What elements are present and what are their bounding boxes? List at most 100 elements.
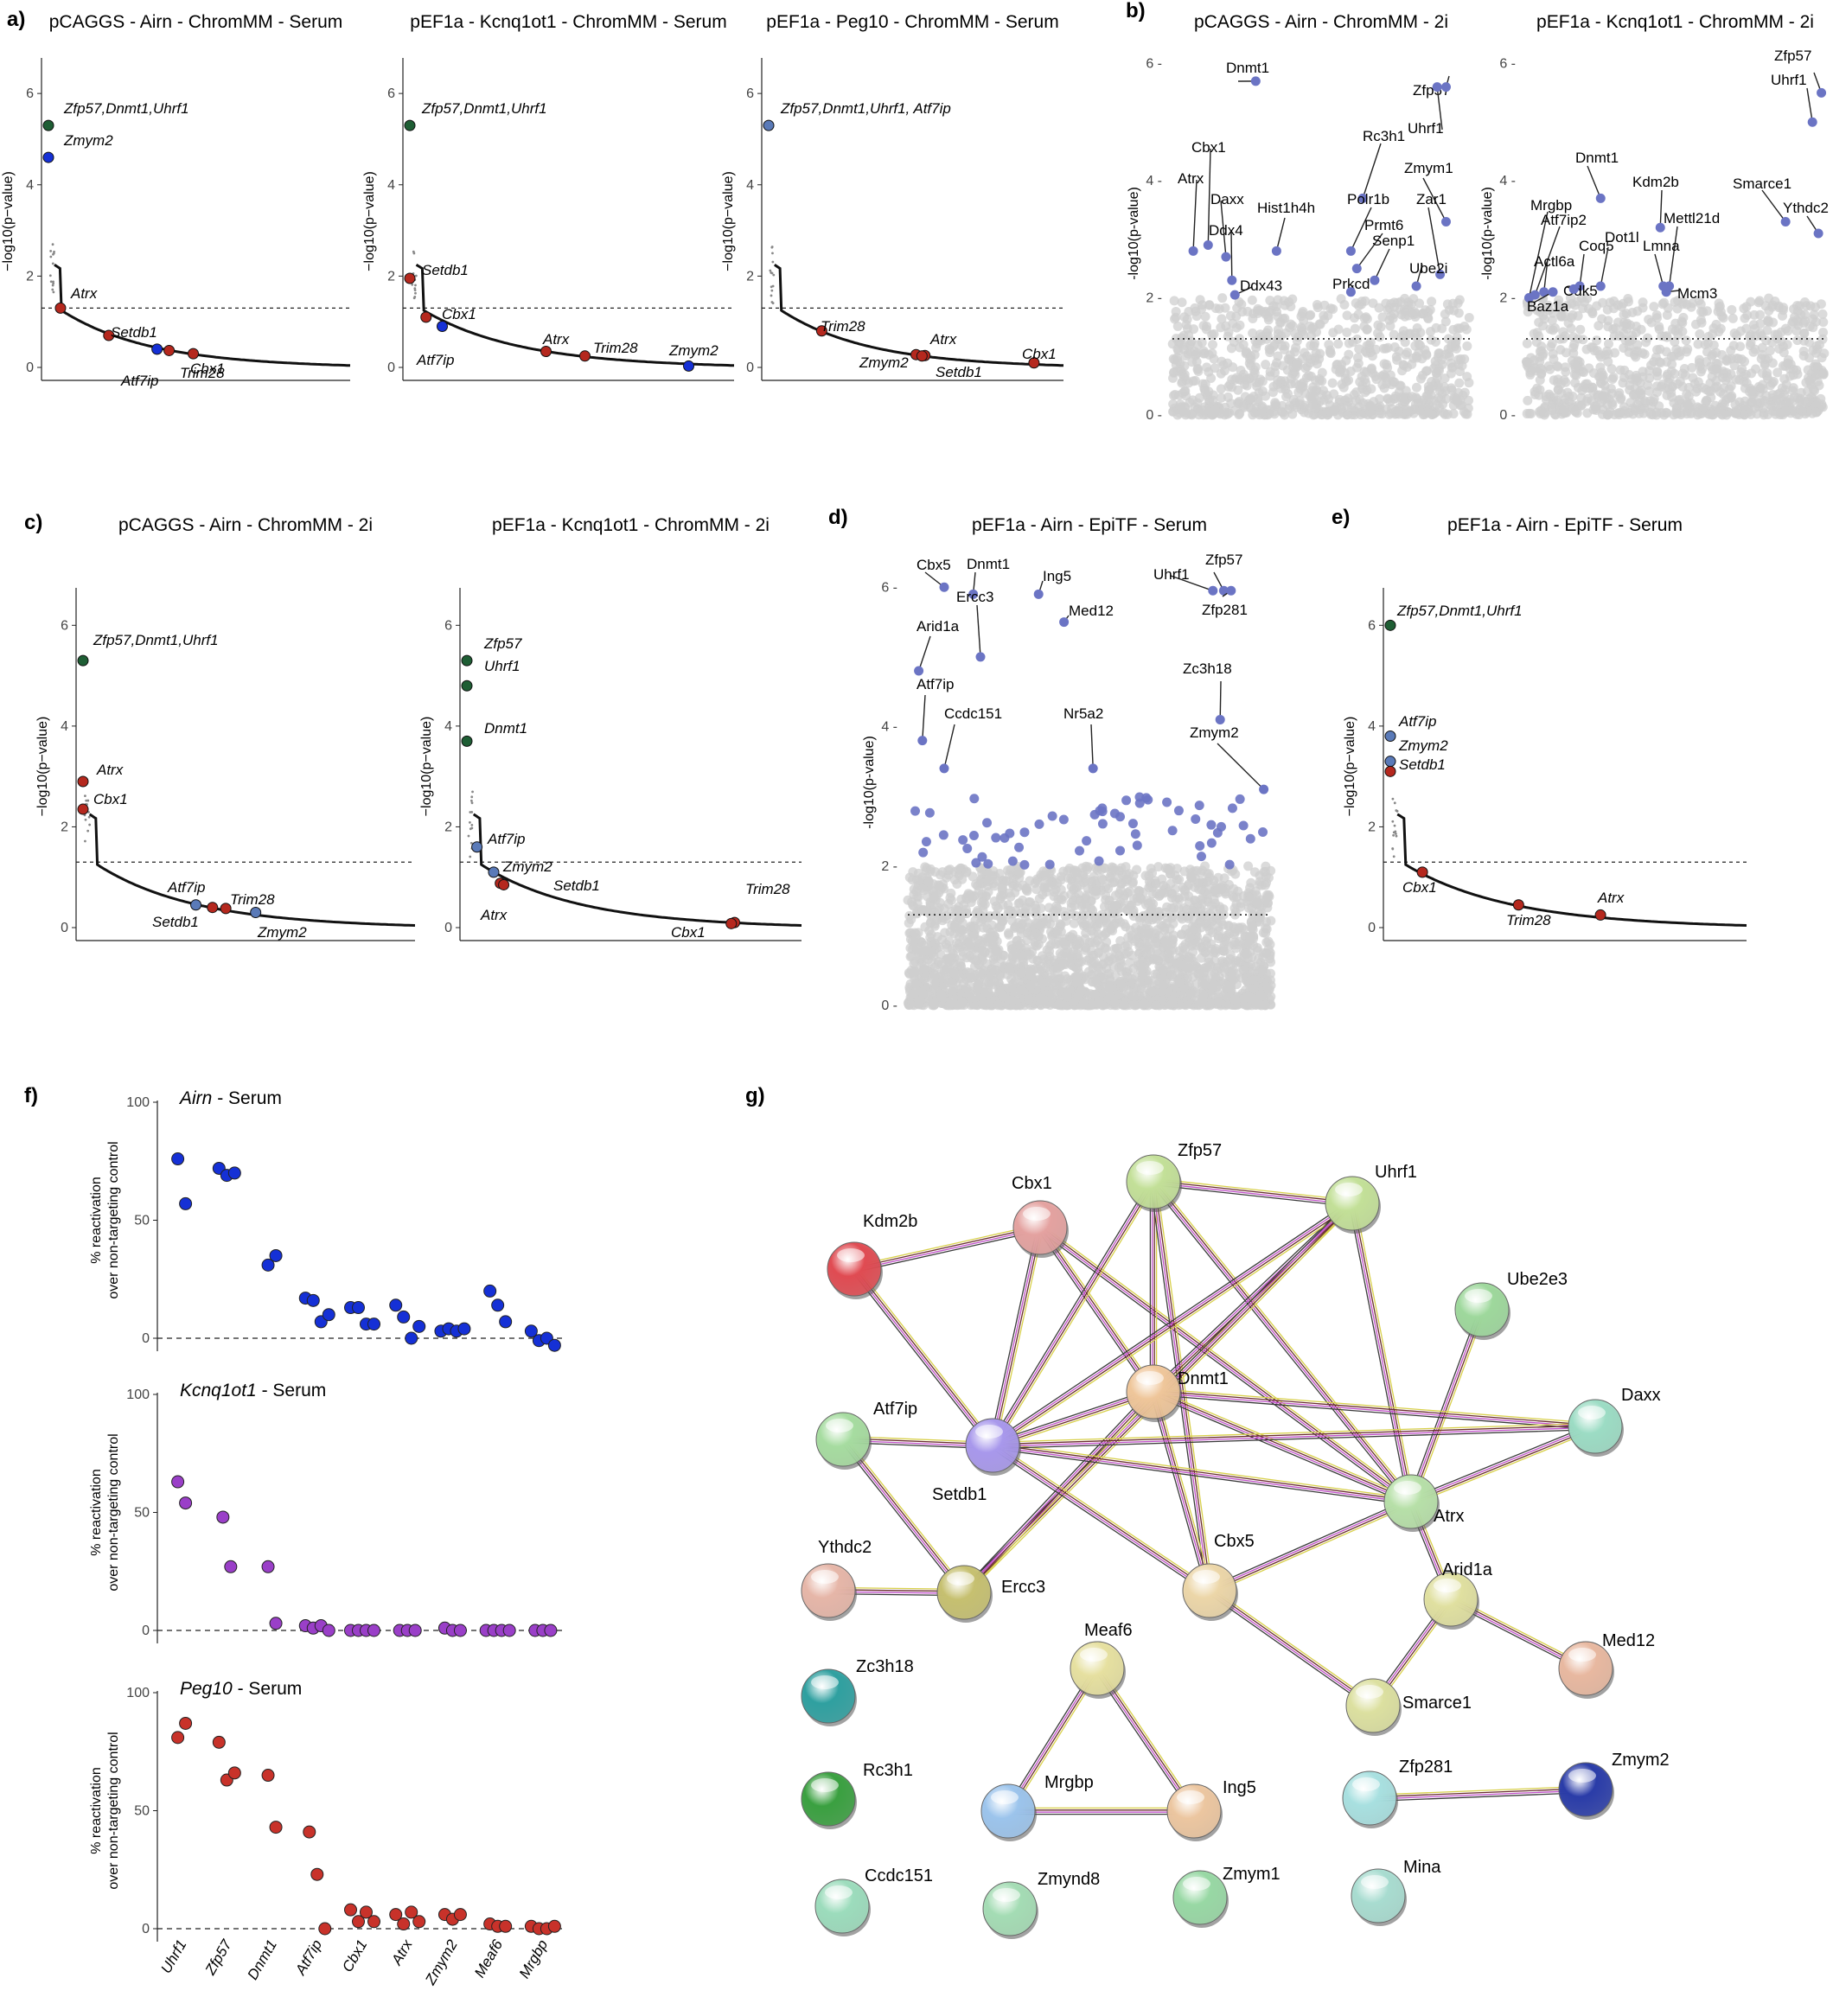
- background-point: [1522, 338, 1532, 348]
- background-point: [1349, 390, 1359, 400]
- background-point: [1195, 295, 1205, 305]
- background-point: [1142, 978, 1153, 988]
- background-point: [1649, 302, 1659, 312]
- y-tick-label: 0: [444, 921, 452, 935]
- background-point: [1271, 302, 1281, 312]
- panel-title: Peg10 - Serum: [180, 1679, 302, 1699]
- highlight-point: [1568, 284, 1579, 294]
- background-point: [1624, 369, 1634, 380]
- significant-point: [1127, 819, 1138, 829]
- background-point: [1194, 884, 1204, 895]
- chart-title: pEF1a - Airn - EpiTF - Serum: [1447, 515, 1683, 535]
- background-point: [917, 883, 928, 893]
- background-point: [1140, 998, 1150, 1009]
- background-point: [1328, 303, 1338, 314]
- background-point: [1352, 353, 1363, 363]
- significant-point: [977, 852, 987, 862]
- background-point: [1208, 340, 1218, 350]
- background-point: [1555, 345, 1566, 355]
- background-point: [1008, 881, 1019, 891]
- gene-label: Setdb1: [553, 877, 600, 894]
- y-tick-label: 0: [61, 921, 68, 935]
- background-point: [1262, 892, 1273, 903]
- background-point: [1374, 303, 1384, 313]
- background-point: [929, 970, 940, 980]
- background-point: [1261, 360, 1271, 370]
- gene-label: Zmym2: [1398, 737, 1448, 754]
- highlight-point: [1384, 765, 1396, 777]
- background-point: [1053, 999, 1063, 1010]
- background-point: [1245, 932, 1255, 942]
- highlight-point: [1512, 899, 1524, 911]
- chart-b1: pCAGGS - Airn - ChromMM - 2i0 -2 -4 -6 -…: [1127, 12, 1474, 423]
- background-point: [1207, 982, 1217, 992]
- background-point: [1628, 390, 1638, 400]
- background-point: [1216, 384, 1226, 394]
- background-point: [48, 274, 52, 278]
- background-point: [1285, 350, 1295, 360]
- background-point: [1649, 393, 1659, 404]
- significant-point: [1034, 819, 1044, 829]
- panel-title: Airn - Serum: [178, 1088, 282, 1108]
- gene-label: Atrx: [929, 331, 957, 348]
- background-point: [1762, 325, 1772, 335]
- background-point: [1674, 396, 1684, 406]
- background-point: [469, 841, 473, 845]
- background-point: [1582, 293, 1593, 303]
- background-point: [1245, 403, 1255, 413]
- background-point: [1814, 380, 1824, 391]
- background-point: [1256, 880, 1267, 890]
- background-point: [1060, 971, 1070, 981]
- background-point: [1110, 900, 1121, 910]
- label-leader: [1170, 575, 1214, 591]
- gene-label: Ccdc151: [944, 705, 1002, 722]
- background-point: [1549, 409, 1560, 419]
- replicate-point: [306, 1293, 320, 1307]
- background-point: [1598, 297, 1608, 308]
- background-point: [983, 877, 993, 887]
- background-point: [1220, 303, 1230, 313]
- y-tick-label: 0: [142, 1624, 150, 1638]
- background-point: [996, 914, 1006, 924]
- background-point: [1217, 293, 1228, 303]
- background-point: [1447, 362, 1458, 373]
- background-point: [770, 289, 774, 292]
- background-point: [1546, 341, 1556, 352]
- background-point: [1246, 393, 1256, 404]
- background-point: [1804, 337, 1814, 348]
- background-point: [1415, 298, 1425, 309]
- background-point: [1579, 367, 1589, 378]
- background-point: [1411, 382, 1421, 392]
- gene-label: Dnmt1: [484, 720, 527, 737]
- gene-label: Zmym2: [1190, 724, 1239, 741]
- gene-label: Trim28: [1506, 912, 1551, 928]
- background-point: [966, 973, 976, 983]
- y-tick-label: 6: [387, 86, 395, 101]
- background-point: [1700, 339, 1710, 349]
- y-axis-label: -log10(p-value): [862, 736, 877, 829]
- background-point: [1244, 938, 1255, 948]
- background-point: [1541, 392, 1551, 402]
- background-point: [1745, 331, 1755, 341]
- background-point: [985, 911, 995, 922]
- background-point: [963, 889, 974, 899]
- background-point: [1560, 362, 1570, 373]
- gene-label: Cbx1: [1402, 879, 1437, 896]
- y-axis-label: −log10(p−value): [362, 171, 377, 271]
- background-point: [470, 795, 474, 799]
- background-point: [1090, 989, 1101, 999]
- background-point: [1188, 376, 1198, 386]
- background-point: [1809, 309, 1819, 320]
- background-point: [1360, 346, 1370, 356]
- background-point: [1391, 797, 1395, 801]
- background-point: [1257, 401, 1268, 411]
- background-point: [770, 246, 774, 248]
- gene-label: Zc3h18: [1183, 660, 1232, 677]
- background-point: [1377, 380, 1388, 390]
- significant-point: [924, 807, 935, 818]
- background-point: [1184, 911, 1194, 922]
- significant-point: [921, 837, 931, 847]
- background-point: [1194, 410, 1204, 420]
- background-point: [913, 875, 923, 885]
